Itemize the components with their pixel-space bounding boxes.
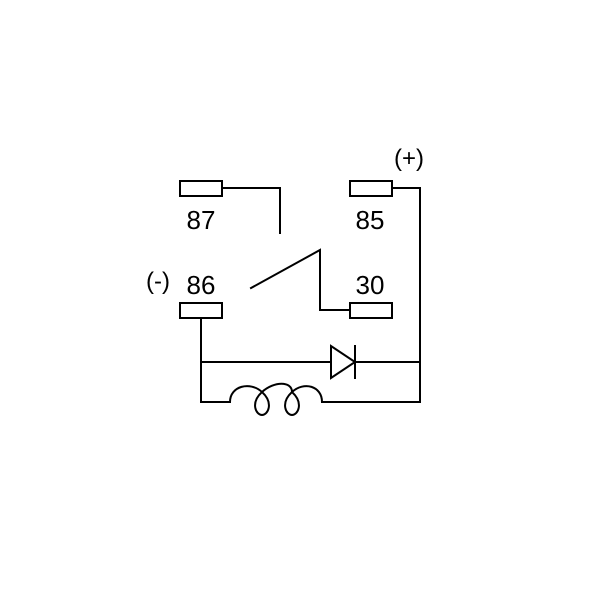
negative-polarity-label: (-) — [146, 268, 170, 295]
terminal-87-tab — [179, 180, 223, 197]
terminal-87-label: 87 — [187, 205, 216, 235]
terminal-86-label: 86 — [187, 270, 216, 300]
coil-icon — [228, 382, 324, 417]
terminal-86-lead — [200, 317, 231, 403]
terminal-85-label: 85 — [356, 205, 385, 235]
terminal-87-lead — [221, 187, 281, 234]
terminal-86: (-) 86 — [146, 268, 231, 403]
coil-branch — [228, 382, 421, 417]
terminal-85-lead — [391, 187, 421, 403]
terminal-87: 87 — [179, 180, 281, 235]
diode-branch — [200, 344, 421, 380]
terminal-30-tab — [349, 302, 393, 319]
terminal-85-tab — [349, 180, 393, 197]
switch-arm — [249, 248, 351, 311]
terminal-30-label: 30 — [356, 270, 385, 300]
terminal-30: 30 — [249, 248, 393, 319]
positive-polarity-label: (+) — [394, 145, 424, 172]
terminal-85: 85 (+) — [349, 145, 424, 403]
terminal-86-tab — [179, 302, 223, 319]
diode-icon — [330, 344, 357, 380]
